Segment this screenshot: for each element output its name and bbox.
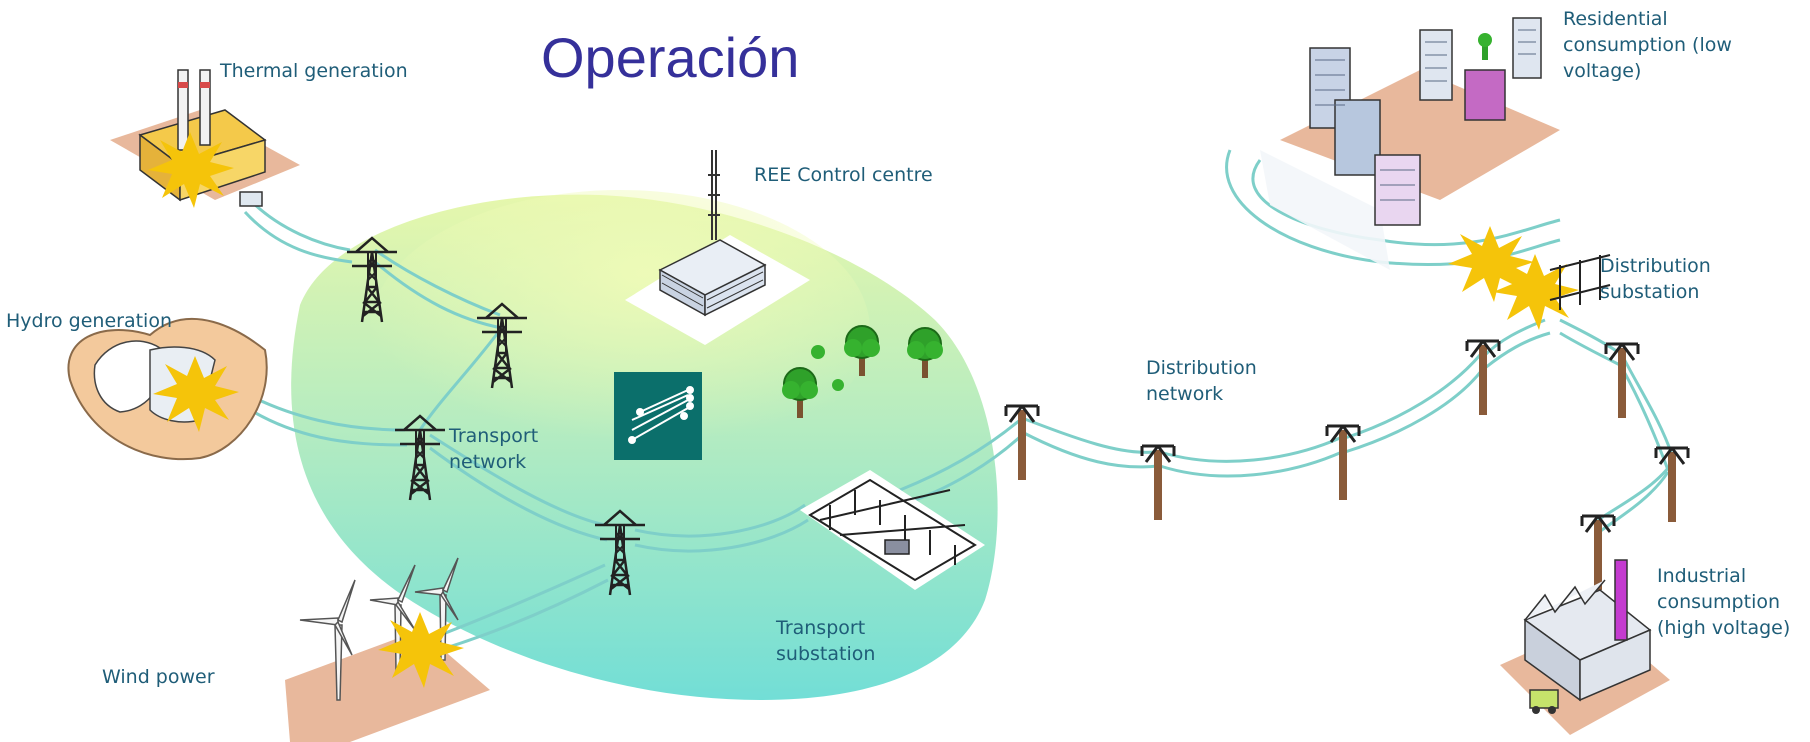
label-thermal-generation: Thermal generation [220, 60, 408, 82]
label-distribution-network: Distribution network [1146, 357, 1257, 405]
distribution-substation-structure [1549, 254, 1611, 310]
label-residential-consumption: Residential consumption (low voltage) [1563, 8, 1732, 82]
substation-icon [800, 470, 985, 590]
label-transport-substation: Transport substation [776, 617, 876, 665]
distribution-pole-icon [1465, 339, 1501, 417]
distribution-pole-icon [1604, 342, 1640, 420]
page-title: Operación [541, 26, 800, 89]
label-transport-network: Transport network [449, 425, 539, 473]
distribution-pole-icon [1140, 444, 1176, 522]
network-logo-icon [614, 372, 702, 460]
label-distribution-substation: Distribution substation [1600, 255, 1711, 303]
distribution-pole-icon [1654, 446, 1690, 524]
control-building-icon [625, 150, 810, 345]
distribution-pole-icon [1580, 514, 1616, 592]
factory-icon [1500, 559, 1670, 735]
label-control-centre: REE Control centre [754, 164, 933, 186]
label-wind-power: Wind power [102, 666, 215, 688]
distribution-pole-icon [1325, 424, 1361, 502]
label-industrial-consumption: Industrial consumption (high voltage) [1657, 565, 1791, 639]
residential-buildings-icon [1260, 17, 1560, 270]
label-hydro-generation: Hydro generation [6, 310, 172, 332]
